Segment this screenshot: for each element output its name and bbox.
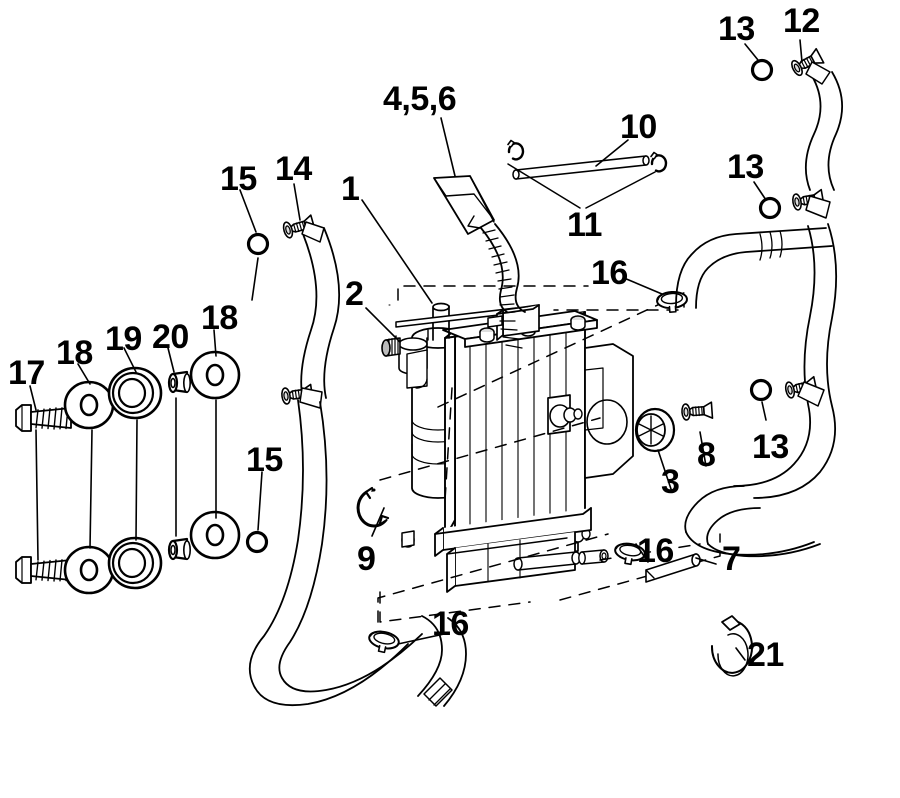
- callout-19: 19: [105, 320, 142, 358]
- callout-14: 14: [275, 150, 312, 188]
- callout-2: 2: [345, 275, 364, 313]
- callout-7: 7: [722, 540, 741, 578]
- callout-13-mid: 13: [727, 148, 764, 186]
- callout-16-right: 16: [637, 532, 674, 570]
- callout-15-upper: 15: [220, 160, 257, 198]
- callout-11: 11: [567, 206, 602, 244]
- callout-1: 1: [341, 170, 360, 208]
- callout-13-lower: 13: [752, 428, 789, 466]
- callout-20: 20: [152, 318, 189, 356]
- callout-3: 3: [661, 463, 680, 501]
- callout-16-upper: 16: [591, 254, 628, 292]
- callout-18-outer: 18: [56, 334, 93, 372]
- callout-17: 17: [8, 354, 45, 392]
- callout-12: 12: [783, 2, 820, 40]
- callout-15-lower: 15: [246, 441, 283, 479]
- callout-8: 8: [697, 436, 716, 474]
- callout-18-inner: 18: [201, 299, 238, 337]
- callout-13-top: 13: [718, 10, 755, 48]
- callout-16-bottom: 16: [432, 605, 469, 643]
- callout-21: 21: [747, 636, 784, 674]
- callout-4-5-6: 4,5,6: [383, 80, 457, 118]
- callout-10: 10: [620, 108, 657, 146]
- callout-9: 9: [357, 540, 376, 578]
